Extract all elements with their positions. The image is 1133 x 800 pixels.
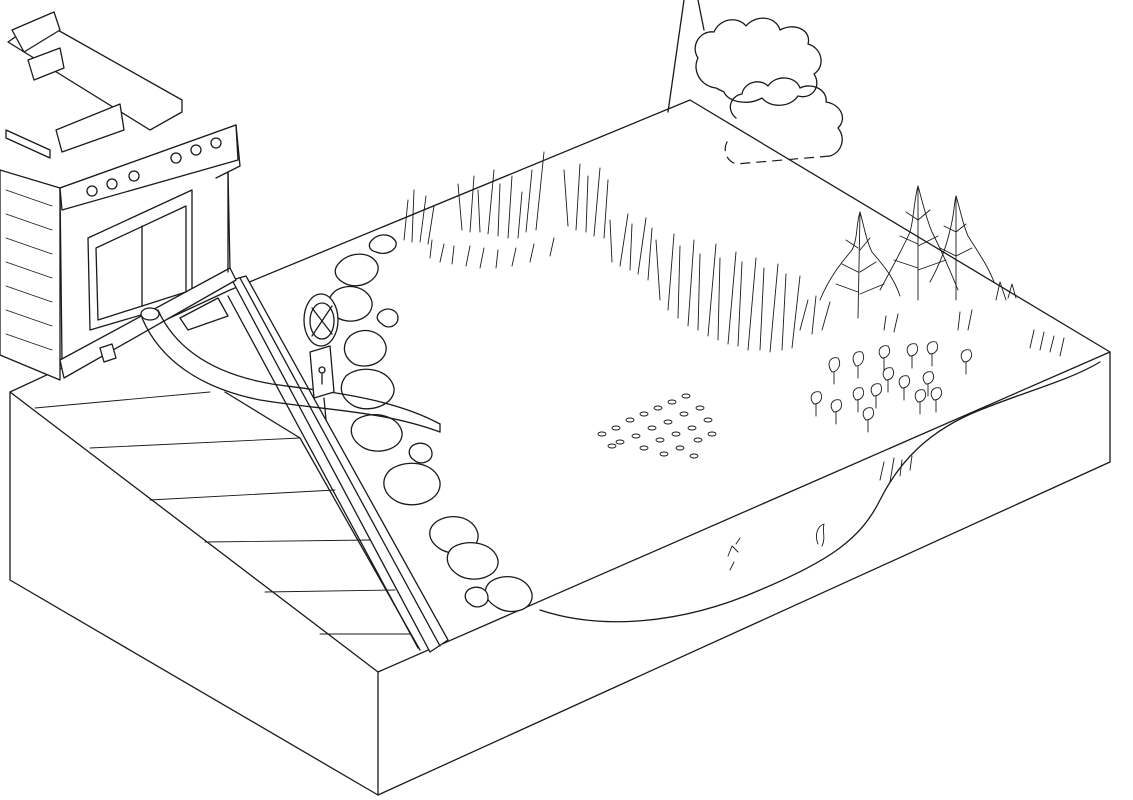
land-block	[9, 99, 1111, 796]
plant-sprouts	[727, 341, 973, 571]
vent-circle	[128, 170, 140, 182]
drain-hose	[140, 307, 441, 433]
tree-trunk	[697, 0, 705, 31]
trench-hatching	[34, 391, 421, 651]
tree-canopy	[729, 77, 843, 157]
land-front-right-face	[377, 351, 1111, 796]
vent-circle	[210, 137, 222, 149]
soil-layer-line	[539, 361, 1101, 623]
vent-circle	[86, 185, 98, 197]
house-side-wall	[0, 169, 61, 381]
valve-cover	[303, 293, 339, 421]
shrubs	[819, 185, 1017, 319]
mulch-patch	[597, 393, 717, 459]
tiny-house-trailer	[0, 11, 241, 381]
drainage-channel	[227, 275, 449, 653]
stone-border	[327, 234, 533, 613]
vent-circle	[170, 152, 182, 164]
tall-grass	[403, 151, 1065, 357]
tree-trunk	[667, 0, 685, 113]
vent-circle	[190, 144, 202, 156]
land-front-left-face	[9, 391, 379, 796]
vent-circle	[106, 178, 118, 190]
tree-canopy	[694, 17, 822, 106]
tree	[667, 0, 843, 165]
